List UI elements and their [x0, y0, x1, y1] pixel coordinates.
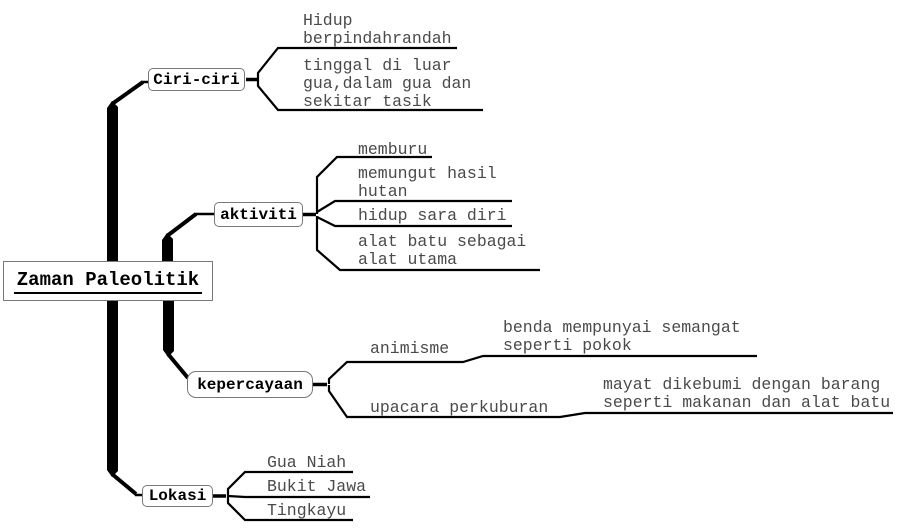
- branch-node-lokasi[interactable]: Lokasi: [142, 485, 213, 507]
- leaf-upacara-perkuburan[interactable]: upacara perkuburan: [370, 398, 549, 417]
- leaf-bukit-jawa[interactable]: Bukit Jawa: [267, 477, 367, 496]
- trunk-diagonal-aktiviti: [167, 214, 196, 236]
- leaf-benda-mempunyai-semangat[interactable]: benda mempunyai semangat seperti pokok: [503, 318, 741, 355]
- edge-ciri-child-1: [258, 48, 457, 80]
- edge-aktiviti-child-1: [317, 157, 432, 214]
- branch-node-ciri-ciri[interactable]: Ciri-ciri: [148, 68, 245, 91]
- leaf-alat-batu-sebagai-alat-utama[interactable]: alat batu sebagai alat utama: [358, 232, 527, 269]
- edge-upacara-and-child: [329, 385, 893, 417]
- edge-lokasi-child-3: [228, 496, 353, 520]
- edge-aktiviti-child-2: [317, 201, 512, 212]
- leaf-mayat-dikebumi[interactable]: mayat dikebumi dengan barang seperti mak…: [603, 375, 891, 412]
- trunk-root-to-lokasi: [107, 301, 118, 477]
- leaf-hidup-berpindahrandah[interactable]: Hidup berpindahrandah: [303, 11, 452, 48]
- edge-lokasi-child-1: [228, 472, 353, 496]
- branch-node-aktiviti[interactable]: aktiviti: [214, 202, 303, 227]
- branch-node-kepercayaan[interactable]: kepercayaan: [187, 371, 313, 398]
- trunk-diagonal-ciri-ciri: [112, 82, 143, 104]
- trunk-diagonal-lokasi: [112, 474, 136, 494]
- leaf-tinggal-di-luar-gua[interactable]: tinggal di luar gua,dalam gua dan sekita…: [303, 56, 472, 111]
- trunk-root-to-ciri-ciri: [107, 101, 118, 261]
- root-node-zaman-paleolitik[interactable]: Zaman Paleolitik: [3, 261, 213, 301]
- leaf-animisme[interactable]: animisme: [370, 339, 450, 358]
- trunk-root-to-aktiviti: [162, 233, 173, 261]
- edge-ciri-child-2: [258, 80, 483, 111]
- leaf-memburu[interactable]: memburu: [358, 140, 428, 159]
- edge-animisme-and-child: [329, 356, 757, 384]
- edge-lokasi-child-2: [228, 496, 370, 497]
- leaf-hidup-sara-diri[interactable]: hidup sara diri: [358, 206, 507, 225]
- edge-aktiviti-child-4: [317, 216, 540, 270]
- leaf-memungut-hasil-hutan[interactable]: memungut hasil hutan: [358, 164, 497, 201]
- leaf-tingkayu[interactable]: Tingkayu: [267, 501, 347, 520]
- trunk-root-to-kepercayaan: [163, 301, 174, 357]
- leaf-gua-niah[interactable]: Gua Niah: [267, 453, 347, 472]
- root-node-label: Zaman Paleolitik: [13, 269, 203, 294]
- trunk-diagonal-kepercayaan: [168, 354, 188, 378]
- edge-aktiviti-child-3: [317, 217, 512, 226]
